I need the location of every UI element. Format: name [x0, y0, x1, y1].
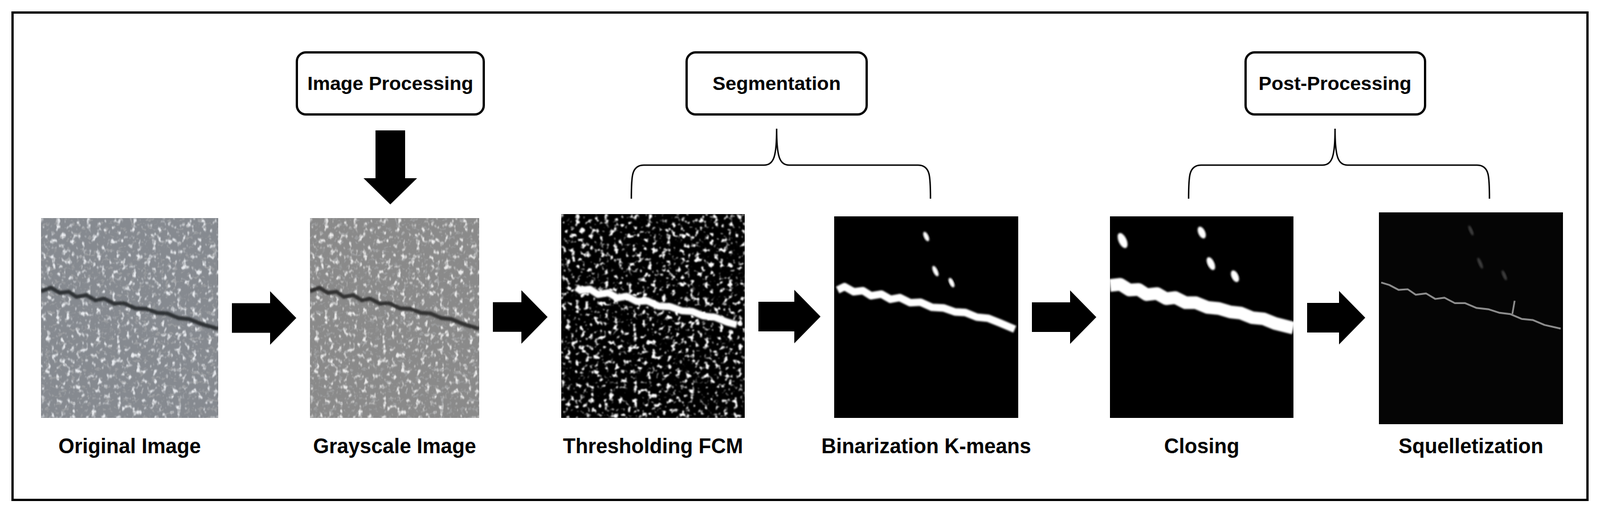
step-caption: Binarization K-means: [821, 435, 1031, 459]
flow-arrow: [1031, 290, 1097, 345]
outer-frame: [12, 12, 1588, 501]
crack-region: [1109, 284, 1294, 329]
flow-arrow: [231, 291, 297, 346]
image-panel: Closing: [1109, 216, 1294, 419]
black-ground: [1109, 216, 1294, 419]
group-brace: [1188, 128, 1490, 199]
crack-line: [309, 287, 480, 329]
black-ground: [561, 214, 745, 419]
noise-blob: [947, 276, 956, 289]
flow-arrow: [758, 290, 821, 344]
crack-region: [576, 287, 737, 325]
step-caption: Squelletization: [1398, 435, 1544, 459]
noise-blob: [1115, 231, 1130, 251]
noise-blob: [1467, 225, 1475, 237]
asphalt-photo: [41, 218, 219, 419]
stage-label: Post-Processing: [1258, 72, 1412, 95]
image-panel: Grayscale Image: [309, 218, 480, 419]
black-ground: [1378, 212, 1563, 425]
noise-blob: [931, 264, 941, 278]
noise-blob: [1229, 269, 1241, 284]
group-brace: [631, 128, 931, 199]
step-caption: Original Image: [58, 435, 201, 459]
crack-region: [837, 286, 1015, 330]
stage-label: Segmentation: [712, 72, 842, 95]
skeleton-spur: [1512, 300, 1515, 314]
noise-blob: [1500, 270, 1508, 282]
noise-blob: [1476, 256, 1485, 270]
binary-map: [834, 216, 1019, 419]
black-ground: [834, 216, 1019, 419]
image-panel: Binarization K-means: [834, 216, 1019, 419]
skeleton-map: [1378, 212, 1563, 425]
grayscale-photo: [309, 218, 480, 419]
flow-arrow: [363, 130, 418, 205]
aggregate-speckles: [309, 218, 480, 419]
step-caption: Closing: [1164, 435, 1240, 459]
threshold-map: [561, 214, 745, 419]
image-panel: Squelletization: [1378, 212, 1563, 425]
stage-box: Post-Processing: [1244, 51, 1427, 116]
flow-arrow: [1307, 291, 1366, 345]
image-panel: Thresholding FCM: [561, 214, 745, 419]
asphalt-ground: [309, 218, 480, 419]
aggregate-speckles: [41, 218, 219, 419]
noise-speckles: [561, 214, 745, 419]
stage-box: Image Processing: [295, 51, 485, 116]
step-caption: Grayscale Image: [312, 435, 476, 459]
skeleton-line: [1381, 282, 1561, 329]
asphalt-ground: [41, 218, 219, 419]
flow-arrow: [492, 290, 548, 345]
aggregate-shadows: [309, 218, 480, 419]
image-panel: Original Image: [41, 218, 219, 419]
noise-blob: [921, 230, 931, 243]
noise-blob: [1196, 225, 1208, 240]
noise-blob: [1205, 255, 1218, 272]
stage-box: Segmentation: [685, 51, 868, 116]
aggregate-shadows: [41, 218, 219, 419]
crack-line: [41, 287, 219, 329]
step-caption: Thresholding FCM: [562, 435, 744, 459]
stage-label: Image Processing: [307, 72, 473, 95]
closed-map: [1109, 216, 1294, 419]
